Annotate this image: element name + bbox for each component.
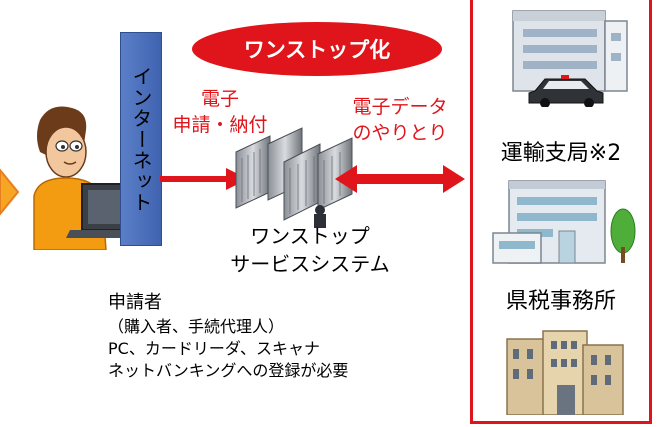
- applicant-line: PC、カードリーダ、スキャナ: [108, 339, 321, 358]
- system-label-line1: ワンストップ: [250, 224, 370, 248]
- onestop-badge: ワンストップ化: [192, 22, 442, 76]
- apply-label: 電子 申請・納付: [164, 86, 276, 138]
- internet-label: インターネット: [129, 65, 153, 213]
- apply-label-line2: 申請・納付: [172, 114, 268, 136]
- transport-office-label: 運輸支局※2: [500, 141, 622, 166]
- system-label: ワンストップ サービスシステム: [200, 222, 420, 278]
- incoming-arrow: [0, 168, 20, 216]
- apply-label-line1: 電子: [200, 88, 239, 110]
- system-label-line2: サービスシステム: [230, 252, 390, 276]
- exchange-label-line2: のやりとり: [352, 122, 448, 144]
- tax-office-label: 県税事務所: [505, 289, 616, 314]
- applicant-title: 申請者: [108, 292, 162, 313]
- applicant-line: （購入者、手続代理人）: [108, 317, 285, 336]
- exchange-arrow: [335, 165, 465, 193]
- police-station-icon: [512, 10, 628, 107]
- applicant-line: ネットバンキングへの登録が必要: [108, 361, 349, 380]
- exchange-label-line1: 電子データ: [352, 96, 448, 118]
- tax-office-icon: [506, 330, 624, 415]
- internet-bar: インターネット: [120, 32, 162, 246]
- onestop-label: ワンストップ化: [243, 38, 391, 62]
- server-cluster-icon: [235, 127, 353, 228]
- applicant-block: 申請者 （購入者、手続代理人） PC、カードリーダ、スキャナ ネットバンキングへ…: [108, 290, 428, 382]
- offices-panel: 運輸支局※2 県税事務所: [470, 0, 652, 424]
- transport-office-icon: [492, 180, 636, 264]
- exchange-label: 電子データ のやりとり: [338, 94, 462, 146]
